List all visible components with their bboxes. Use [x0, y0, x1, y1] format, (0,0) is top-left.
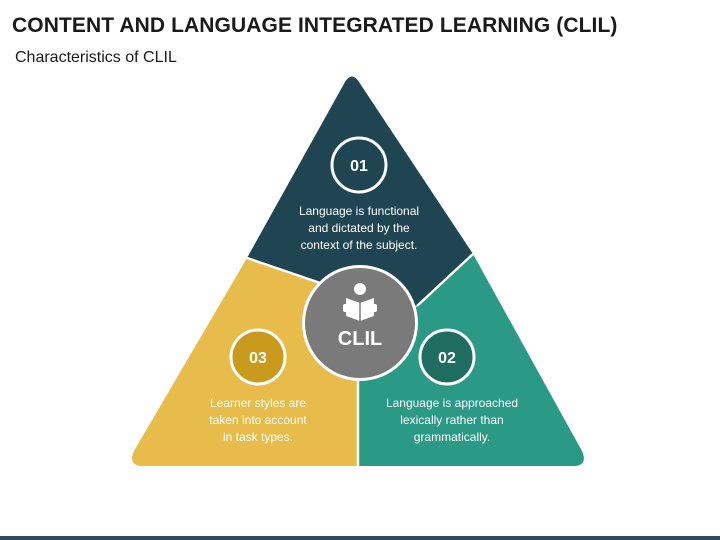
- reader-icon: [343, 283, 377, 321]
- badge-01: 01: [330, 136, 388, 194]
- segment-01-line-1: Language is functional: [299, 204, 419, 218]
- segment-02-text: Language is approached lexically rather …: [386, 396, 518, 444]
- segment-02-line-3: grammatically.: [414, 430, 490, 444]
- segment-01-text: Language is functional and dictated by t…: [299, 204, 419, 252]
- segment-02-line-2: lexically rather than: [400, 413, 503, 427]
- divider-top-right: [416, 253, 474, 307]
- segment-01-line-2: and dictated by the: [308, 221, 410, 235]
- segment-03-line-1: Learner styles are: [210, 396, 306, 410]
- segment-03-line-3: in task types.: [223, 430, 293, 444]
- segment-03-text: Learner styles are taken into account in…: [209, 396, 307, 444]
- page-subtitle: Characteristics of CLIL: [15, 49, 177, 66]
- divider-top-left: [246, 256, 333, 289]
- badge-03: 03: [229, 328, 287, 386]
- center-hub: CLIL: [302, 265, 418, 381]
- badge-03-number: 03: [249, 350, 267, 367]
- segment-03-line-2: taken into account: [209, 413, 307, 427]
- segment-02-line-1: Language is approached: [386, 396, 518, 410]
- segment-01-line-3: context of the subject.: [301, 238, 418, 252]
- footer-bar: [0, 536, 720, 540]
- page-title: CONTENT AND LANGUAGE INTEGRATED LEARNING…: [12, 14, 618, 37]
- center-label: CLIL: [338, 328, 382, 350]
- badge-02: 02: [418, 328, 476, 386]
- badge-01-number: 01: [350, 158, 368, 175]
- badge-02-number: 02: [438, 350, 456, 367]
